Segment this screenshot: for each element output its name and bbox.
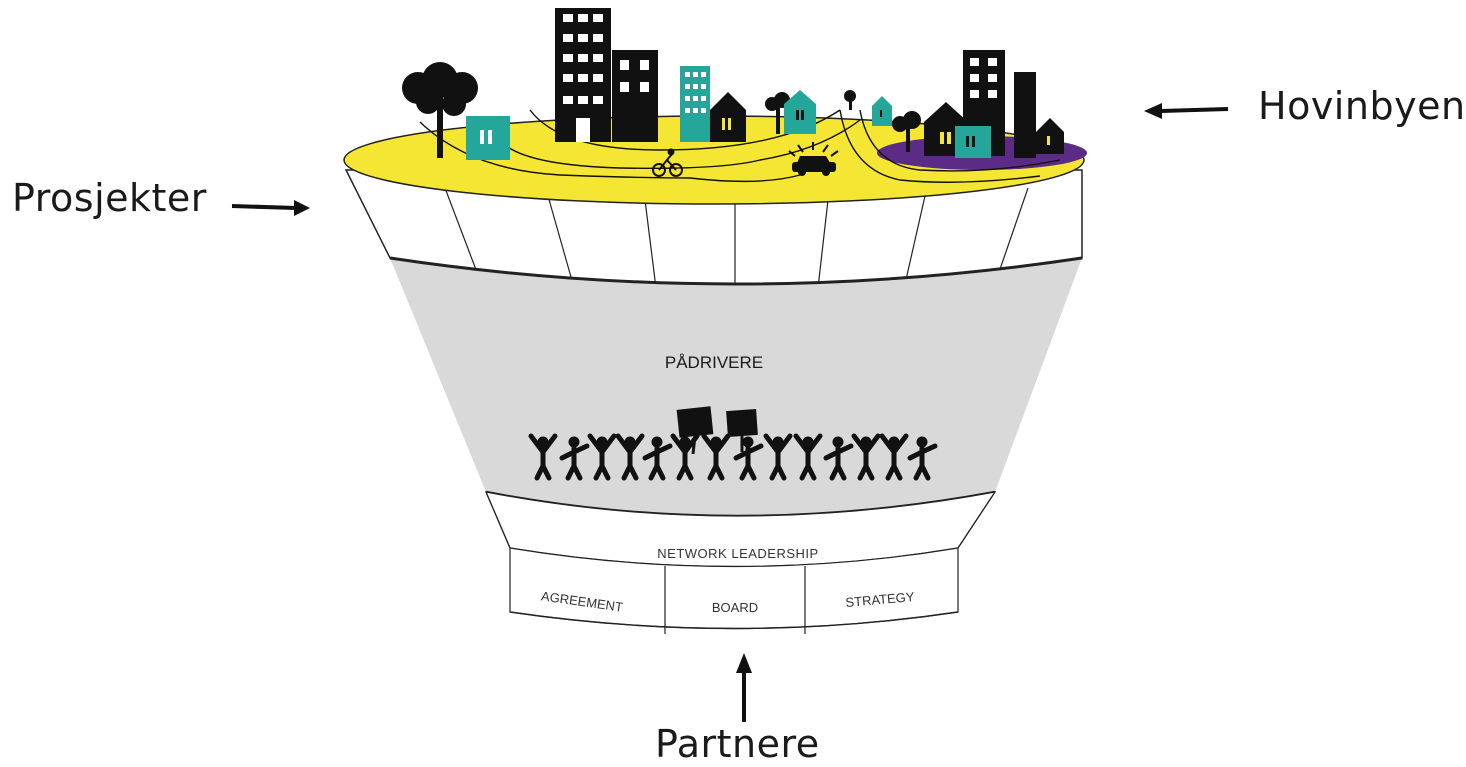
house-icon (784, 90, 816, 134)
person-figure (701, 433, 731, 481)
middle-band-top-edge (389, 256, 1083, 286)
person-figure (823, 436, 854, 481)
house-icon (710, 92, 746, 142)
person-figure (733, 436, 764, 481)
house-icon (872, 96, 892, 126)
bicycle-icon (652, 148, 683, 177)
hovinbyen-label: Hovinbyen (1258, 84, 1466, 128)
person-figure (851, 433, 881, 481)
person-figure (763, 433, 793, 481)
house-icon (1036, 118, 1064, 154)
building-icon (555, 8, 611, 142)
building-icon (955, 126, 991, 158)
tree-icon (844, 90, 856, 110)
arrow-icon (231, 200, 310, 216)
person-figure (907, 436, 938, 481)
person-figure (642, 436, 673, 481)
building-icon (612, 50, 658, 142)
person-figure (793, 433, 823, 481)
prosjekter-label: Prosjekter (12, 176, 207, 220)
crowd-icon (528, 406, 938, 481)
network-leadership-title: NETWORK LEADERSHIP (657, 546, 818, 561)
base-segment-strategy: STRATEGY (845, 589, 915, 610)
building-icon (680, 66, 710, 142)
building-icon (466, 116, 510, 160)
partnere-label: Partnere (655, 722, 820, 766)
arrow-icon (1144, 103, 1229, 119)
person-figure (670, 433, 700, 481)
car-icon (788, 142, 839, 176)
person-figure (879, 433, 909, 481)
person-figure (528, 433, 558, 481)
padrivere-title: PÅDRIVERE (665, 353, 763, 372)
middle-band (390, 258, 1082, 516)
tree-icon (892, 111, 921, 152)
base-segment-board: BOARD (712, 600, 758, 615)
person-figure (587, 433, 617, 481)
arrow-icon (736, 653, 752, 722)
base-drum (509, 547, 959, 634)
person-figure (615, 433, 645, 481)
tree-icon (402, 62, 478, 158)
person-figure (559, 436, 590, 481)
